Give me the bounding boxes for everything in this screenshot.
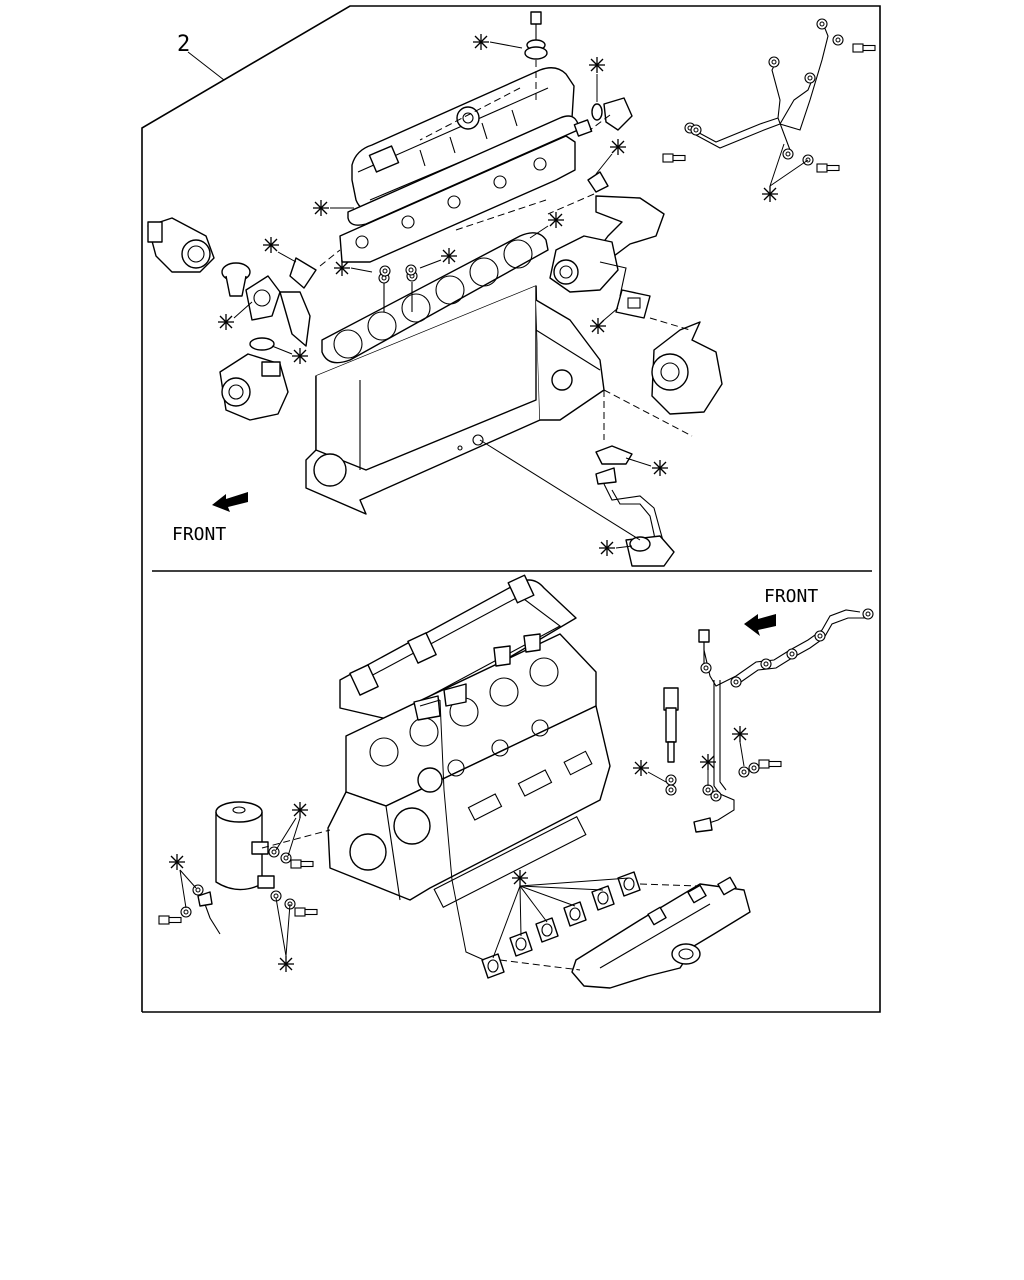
upper-front-label: FRONT (172, 524, 226, 545)
thermostat-housing (147, 217, 215, 273)
upper-assembly-lines (319, 87, 691, 331)
lower-front-label: FRONT (764, 586, 818, 607)
cover-bolt-stack (524, 11, 548, 100)
outlet-gasket (289, 257, 317, 289)
item-number: 2 (177, 32, 190, 57)
lower-assembly-lines (261, 699, 701, 971)
pump-o-ring (249, 337, 275, 351)
head-bolts (378, 264, 418, 312)
breather-fittings (573, 97, 633, 193)
thermostat (221, 262, 251, 297)
intake-pipe (549, 195, 665, 297)
rocker-cover (351, 67, 575, 212)
lower-front-arrow-icon (744, 614, 776, 636)
water-outlet-pipe (279, 291, 311, 347)
oil-filter (197, 801, 275, 935)
exhaust-manifold (571, 876, 751, 989)
leak-off-pipe (693, 608, 874, 833)
upper-section: FRONT (147, 11, 876, 567)
front-arrow-icon (212, 492, 248, 512)
turbocharger (603, 321, 723, 440)
turbo-oil-pipe (479, 439, 675, 567)
replacement-markers-lower (168, 725, 749, 973)
fuel-injector (663, 687, 679, 796)
kit-frame (141, 5, 881, 1013)
head-top-gasket (339, 574, 577, 723)
lower-engine-block (327, 705, 611, 908)
replacement-markers-upper (217, 33, 809, 557)
exhaust-gasket (615, 289, 651, 319)
water-pump (219, 353, 289, 421)
thermostat-gasket (245, 275, 281, 321)
exhaust-manifold-gaskets (481, 871, 641, 979)
injection-pipe-bundle (662, 18, 876, 173)
head-gasket (321, 232, 549, 364)
cylinder-head (339, 135, 576, 263)
lower-section: FRONT (158, 574, 874, 989)
engine-block (305, 285, 605, 515)
item-number-leader (187, 51, 225, 81)
